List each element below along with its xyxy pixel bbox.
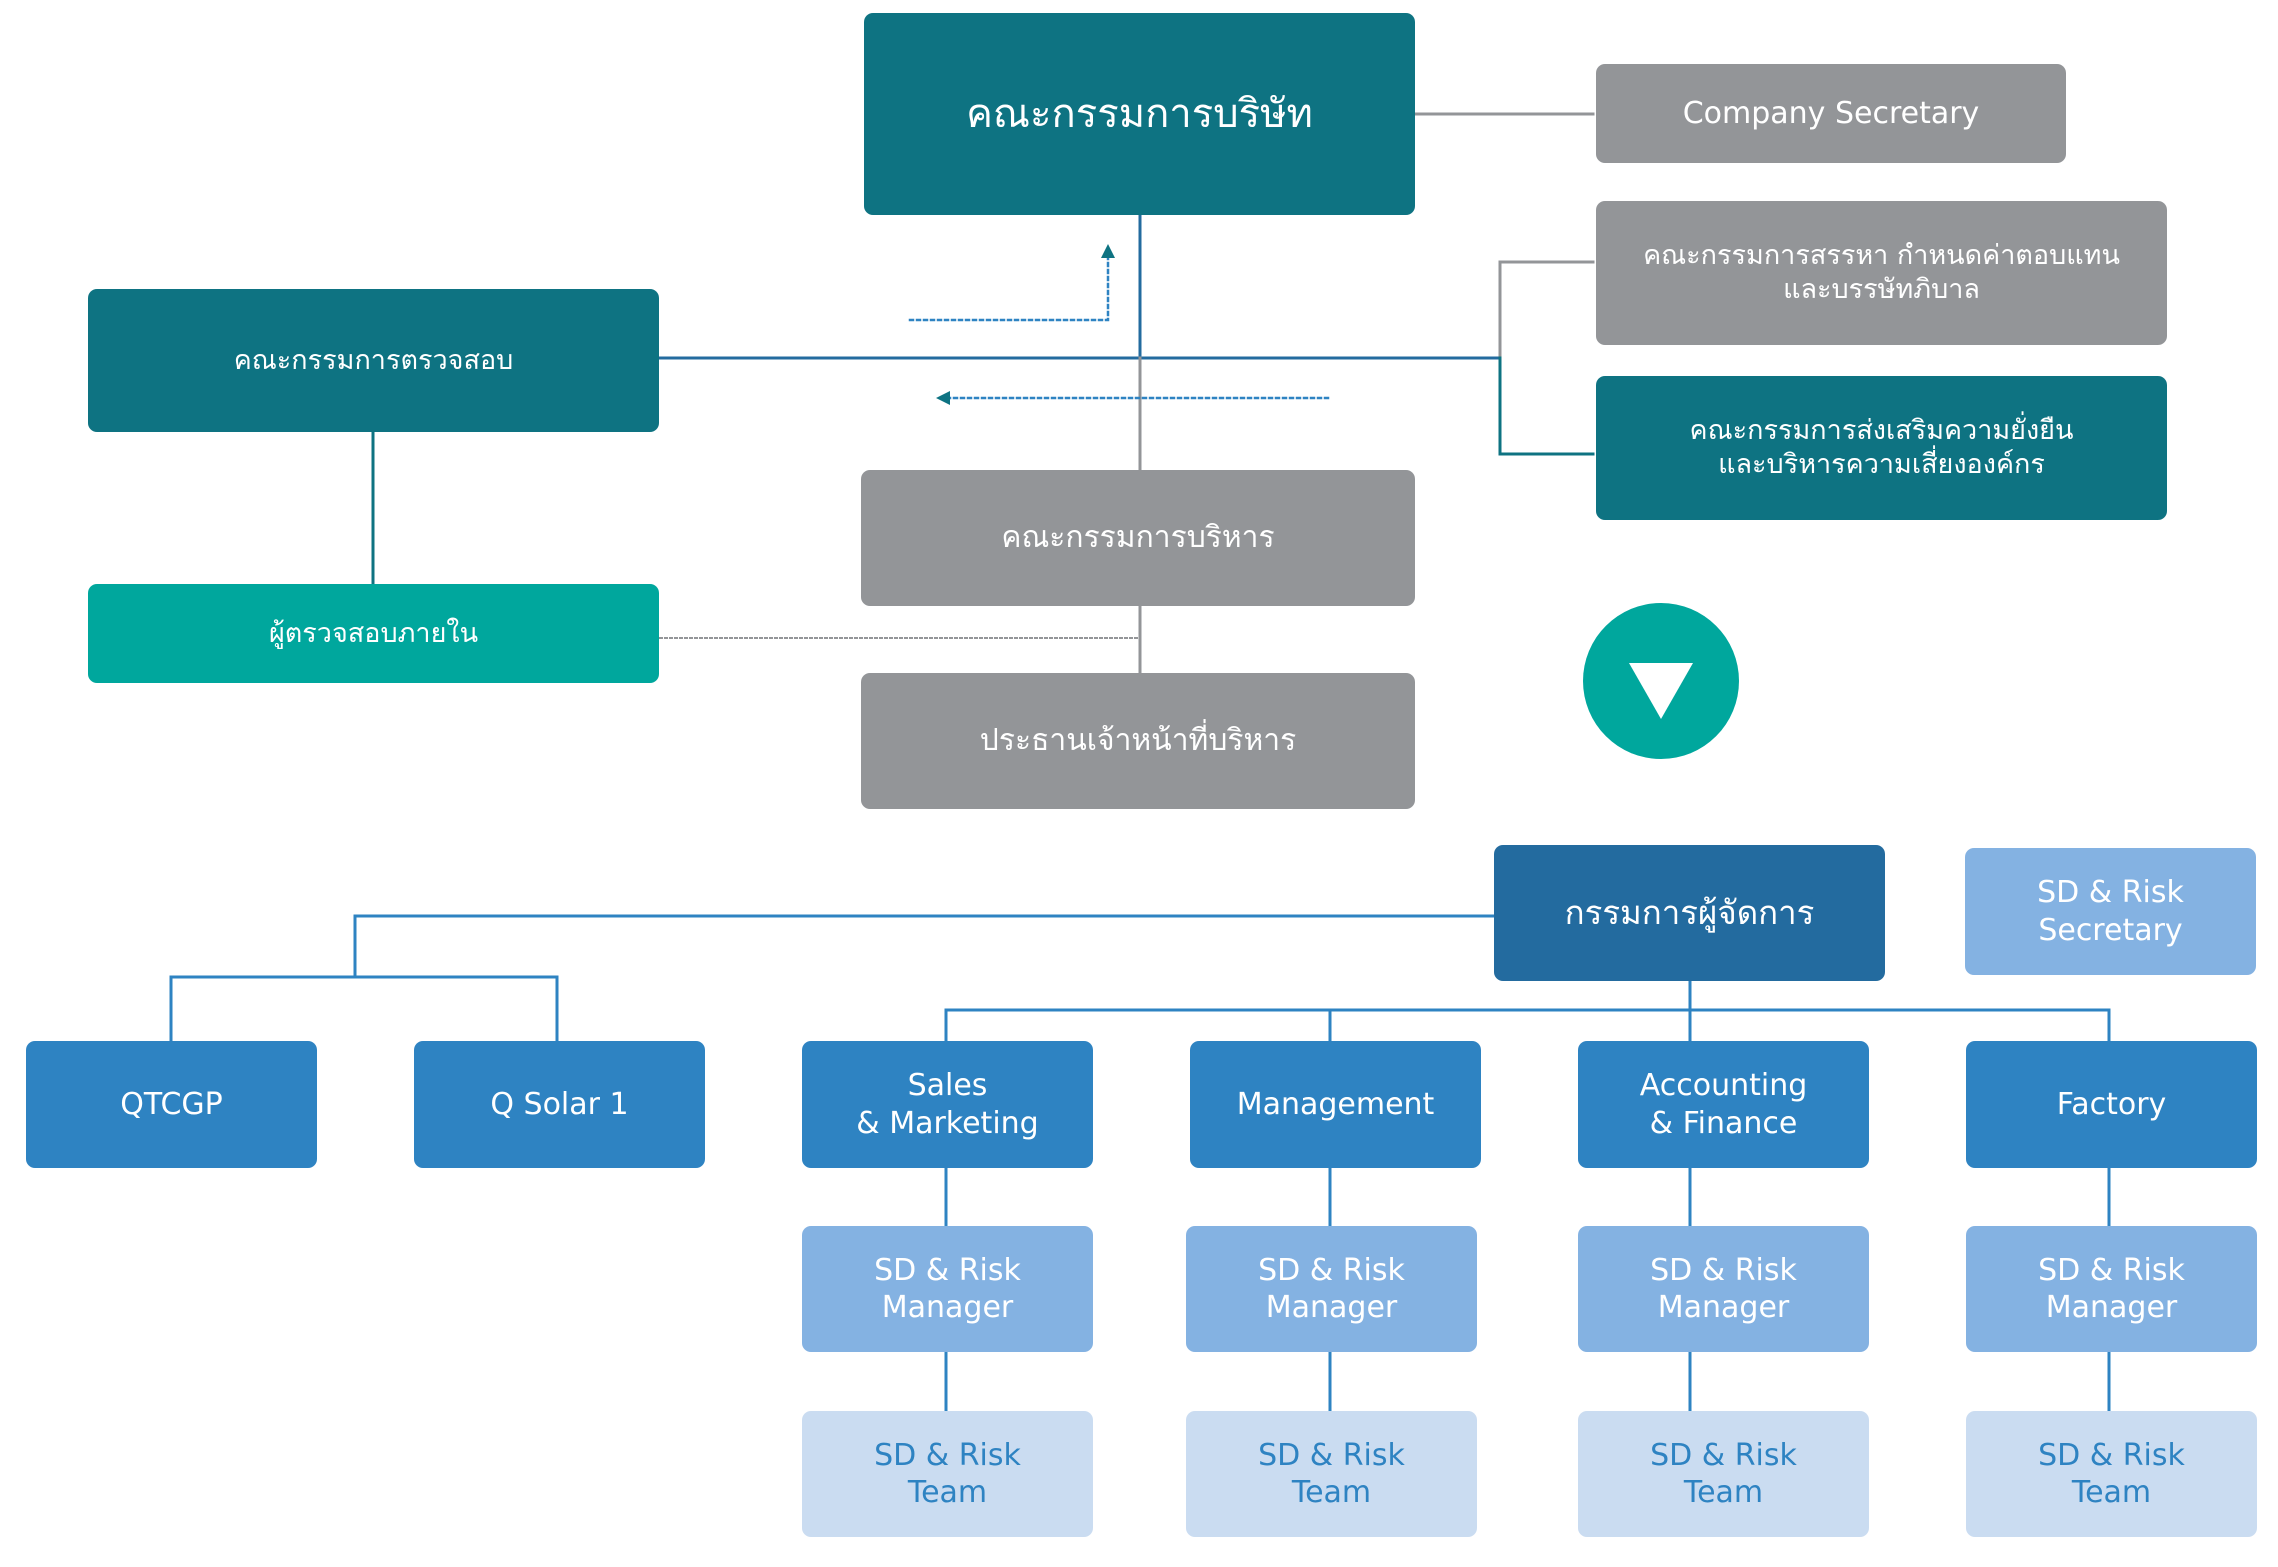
company-secretary-box: Company Secretary: [1596, 64, 2066, 163]
factory-risk-manager-line2: Manager: [2045, 1290, 2178, 1325]
sales-risk-team-line1: SD & Risk: [874, 1437, 1021, 1473]
department-accounting-line2: & Finance: [1649, 1105, 1798, 1141]
sd-risk-secretary-line1: SD & Risk: [2037, 875, 2184, 910]
management-risk-manager-line2: Manager: [1265, 1290, 1398, 1325]
executive-committee-box: คณะกรรมการบริหาร: [861, 470, 1415, 606]
department-accounting-box: Accounting & Finance: [1578, 1041, 1869, 1168]
nomination-committee-box: คณะกรรมการสรรหา กำหนดค่าตอบแทน และบรรษัท…: [1596, 201, 2167, 345]
sales-risk-team-line2: Team: [907, 1475, 988, 1510]
sd-risk-secretary-box: SD & Risk Secretary: [1965, 848, 2256, 975]
department-sales-box: Sales & Marketing: [802, 1041, 1093, 1168]
management-risk-team-box: SD & Risk Team: [1186, 1411, 1477, 1537]
accounting-risk-manager-box: SD & Risk Manager: [1578, 1226, 1869, 1352]
factory-risk-team-box: SD & Risk Team: [1966, 1411, 2257, 1537]
department-sales-line1: Sales: [907, 1068, 988, 1103]
internal-auditor-box: ผู้ตรวจสอบภายใน: [88, 584, 659, 683]
department-management-box: Management: [1190, 1041, 1481, 1168]
accounting-risk-manager-line1: SD & Risk: [1650, 1252, 1797, 1288]
executive-committee-label: คณะกรรมการบริหาร: [1001, 520, 1275, 556]
down-triangle-glyph: [1629, 663, 1693, 719]
management-risk-team-line2: Team: [1291, 1475, 1372, 1510]
sales-risk-manager-box: SD & Risk Manager: [802, 1226, 1093, 1352]
factory-risk-manager-line1: SD & Risk: [2038, 1252, 2185, 1288]
down-triangle-icon: [1583, 603, 1739, 759]
factory-risk-team-line2: Team: [2071, 1475, 2152, 1510]
board-of-directors-label: คณะกรรมการบริษัท: [966, 91, 1313, 137]
sales-risk-team-box: SD & Risk Team: [802, 1411, 1093, 1537]
management-risk-manager-box: SD & Risk Manager: [1186, 1226, 1477, 1352]
department-management-line1: Management: [1236, 1086, 1435, 1122]
subsidiary-qtcgp-box: QTCGP: [26, 1041, 317, 1168]
managing-director-box: กรรมการผู้จัดการ: [1494, 845, 1885, 981]
report-left-arrowhead: [936, 391, 950, 405]
department-factory-box: Factory: [1966, 1041, 2257, 1168]
sustainability-committee-line1: คณะกรรมการส่งเสริมความยั่งยืน: [1689, 415, 2074, 447]
subsidiary-qtcgp-label: QTCGP: [120, 1086, 223, 1122]
audit-committee-label: คณะกรรมการตรวจสอบ: [233, 344, 514, 376]
factory-risk-manager-box: SD & Risk Manager: [1966, 1226, 2257, 1352]
sustainability-committee-line2: และบริหารความเสี่ยงองค์กร: [1718, 449, 2045, 480]
managing-director-label: กรรมการผู้จัดการ: [1564, 893, 1815, 933]
accounting-risk-team-line1: SD & Risk: [1650, 1437, 1797, 1473]
sustainability-committee-box: คณะกรรมการส่งเสริมความยั่งยืน และบริหารค…: [1596, 376, 2167, 520]
audit-committee-box: คณะกรรมการตรวจสอบ: [88, 289, 659, 432]
nomination-committee-line2: และบรรษัทภิบาล: [1783, 274, 1980, 305]
department-factory-line1: Factory: [2056, 1086, 2167, 1122]
accounting-risk-manager-line2: Manager: [1657, 1290, 1790, 1325]
department-accounting-line1: Accounting: [1639, 1068, 1808, 1103]
company-secretary-label: Company Secretary: [1682, 95, 1980, 131]
factory-risk-team-line1: SD & Risk: [2038, 1437, 2185, 1473]
nomination-committee-line1: คณะกรรมการสรรหา กำหนดค่าตอบแทน: [1643, 240, 2120, 272]
accounting-risk-team-line2: Team: [1683, 1475, 1764, 1510]
management-risk-team-line1: SD & Risk: [1258, 1437, 1405, 1473]
sales-risk-manager-line2: Manager: [881, 1290, 1014, 1325]
ceo-box: ประธานเจ้าหน้าที่บริหาร: [861, 673, 1415, 809]
internal-auditor-label: ผู้ตรวจสอบภายใน: [268, 617, 479, 649]
department-sales-line2: & Marketing: [856, 1105, 1039, 1141]
board-of-directors-box: คณะกรรมการบริษัท: [864, 13, 1415, 215]
accounting-risk-team-box: SD & Risk Team: [1578, 1411, 1869, 1537]
report-up-dotted-line: [908, 253, 1110, 322]
report-up-arrowhead: [1101, 244, 1115, 258]
subsidiary-qsolar-box: Q Solar 1: [414, 1041, 705, 1168]
ceo-label: ประธานเจ้าหน้าที่บริหาร: [979, 723, 1297, 759]
management-risk-manager-line1: SD & Risk: [1258, 1252, 1405, 1288]
subsidiary-qsolar-label: Q Solar 1: [490, 1086, 629, 1122]
sales-risk-manager-line1: SD & Risk: [874, 1252, 1021, 1288]
sd-risk-secretary-line2: Secretary: [2038, 912, 2183, 948]
